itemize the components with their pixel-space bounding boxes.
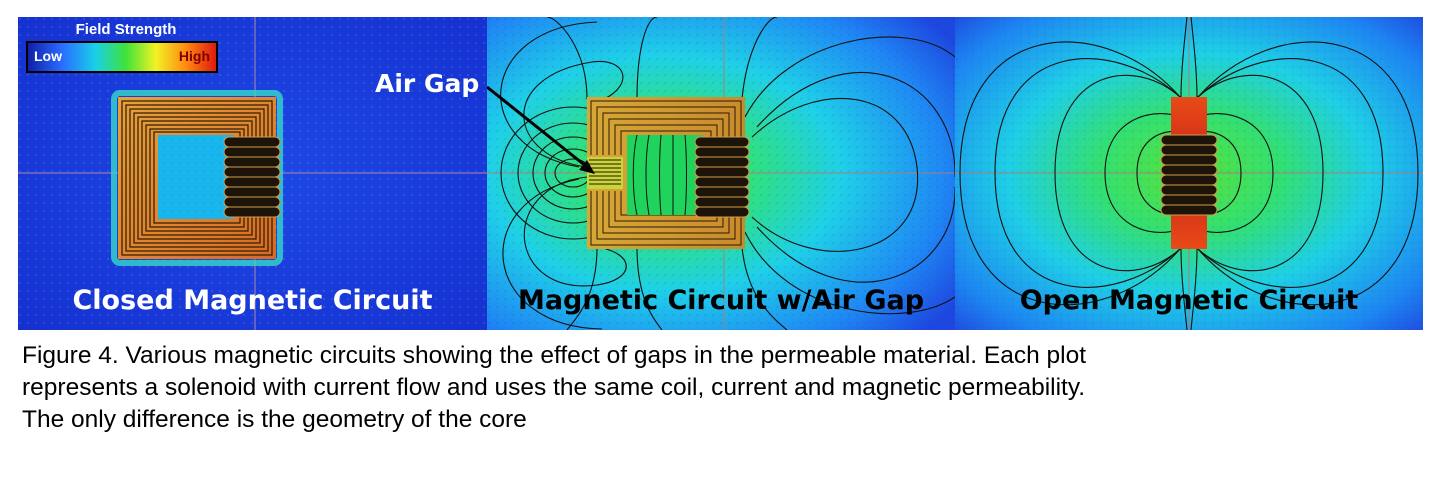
legend-high-label: High bbox=[178, 48, 210, 64]
closed-circuit-title: Closed Magnetic Circuit bbox=[72, 285, 433, 316]
field-strength-legend: Field Strength Low High bbox=[26, 21, 218, 73]
air-gap-circuit-title: Magnetic Circuit w/Air Gap bbox=[517, 285, 925, 316]
legend-color-bar: Low High bbox=[26, 41, 218, 73]
figure-panels: Field Strength Low High Closed Magnetic … bbox=[18, 17, 1423, 330]
legend-title: Field Strength bbox=[75, 21, 177, 38]
caption-line-1: Figure 4. Various magnetic circuits show… bbox=[22, 342, 1087, 369]
air-gap-circuit-plot bbox=[487, 17, 955, 330]
closed-circuit-panel: Field Strength Low High Closed Magnetic … bbox=[18, 17, 487, 330]
legend-low-label: Low bbox=[34, 48, 62, 64]
air-gap-circuit-panel: Magnetic Circuit w/Air Gap bbox=[487, 17, 955, 330]
caption-line-3: The only difference is the geometry of t… bbox=[22, 406, 527, 433]
open-circuit-title: Open Magnetic Circuit bbox=[1019, 285, 1359, 316]
air-gap-label: Air Gap bbox=[375, 69, 480, 98]
caption-line-2: represents a solenoid with current flow … bbox=[22, 374, 1086, 401]
open-circuit-panel: Open Magnetic Circuit bbox=[955, 17, 1423, 330]
figure-caption: Figure 4. Various magnetic circuits show… bbox=[22, 340, 1422, 436]
open-circuit-plot bbox=[955, 17, 1423, 330]
